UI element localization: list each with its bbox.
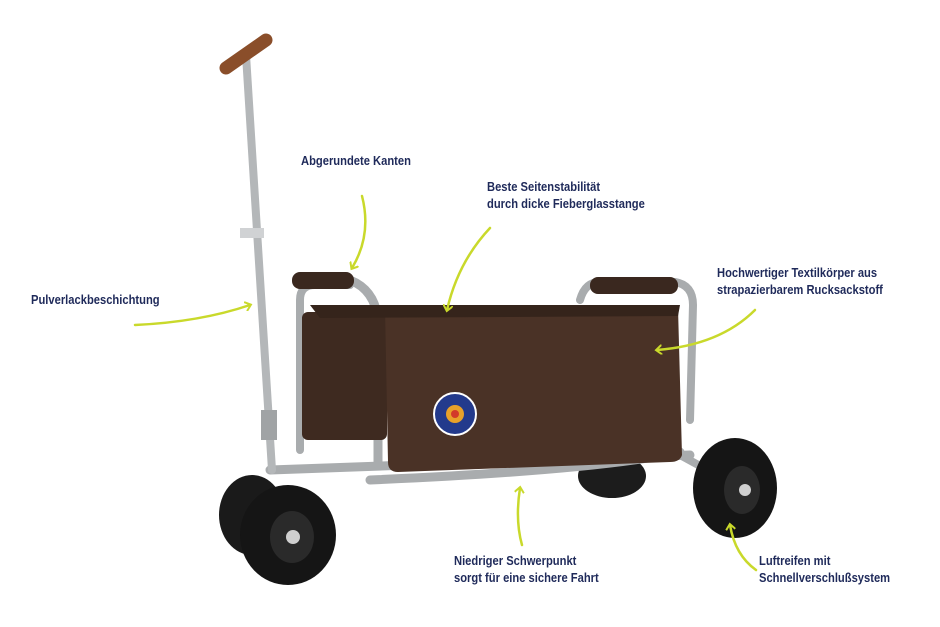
label-textile-body: Hochwertiger Textilkörper aus strapazier… <box>717 264 883 298</box>
label-line: Abgerundete Kanten <box>301 153 411 168</box>
handle <box>219 33 277 474</box>
right-wheel <box>693 438 777 538</box>
annotation-arrows <box>133 194 758 572</box>
arrow-icon <box>352 194 367 268</box>
arrow-icon <box>447 226 492 310</box>
arrow-icon <box>730 525 758 572</box>
side-pocket <box>302 312 387 440</box>
fabric-body <box>385 308 682 472</box>
arrow-icon <box>657 308 757 350</box>
label-line: sorgt für eine sichere Fahrt <box>454 570 599 585</box>
label-line: strapazierbarem Rucksackstoff <box>717 282 883 297</box>
label-side-stability: Beste Seitenstabilität durch dicke Fiebe… <box>487 178 645 212</box>
label-line: Luftreifen mit <box>759 553 831 568</box>
arrow-icon <box>518 488 522 547</box>
label-low-center: Niedriger Schwerpunkt sorgt für eine sic… <box>454 552 599 586</box>
rounded-edge-grip <box>590 277 678 294</box>
label-line: Pulverlackbeschichtung <box>31 292 160 307</box>
brand-logo <box>433 392 477 436</box>
label-line: Beste Seitenstabilität <box>487 179 601 194</box>
rounded-edge-grip <box>292 272 354 289</box>
label-line: Hochwertiger Textilkörper aus <box>717 265 878 280</box>
front-left-wheel <box>240 485 336 585</box>
label-line: Niedriger Schwerpunkt <box>454 553 577 568</box>
label-air-tires: Luftreifen mit Schnellverschlußsystem <box>759 552 890 586</box>
label-line: Schnellverschlußsystem <box>759 570 891 585</box>
label-line: durch dicke Fieberglasstange <box>487 196 645 211</box>
label-powder-coating: Pulverlackbeschichtung <box>31 291 160 308</box>
label-rounded-edges: Abgerundete Kanten <box>301 152 411 169</box>
arrow-icon <box>133 305 250 327</box>
